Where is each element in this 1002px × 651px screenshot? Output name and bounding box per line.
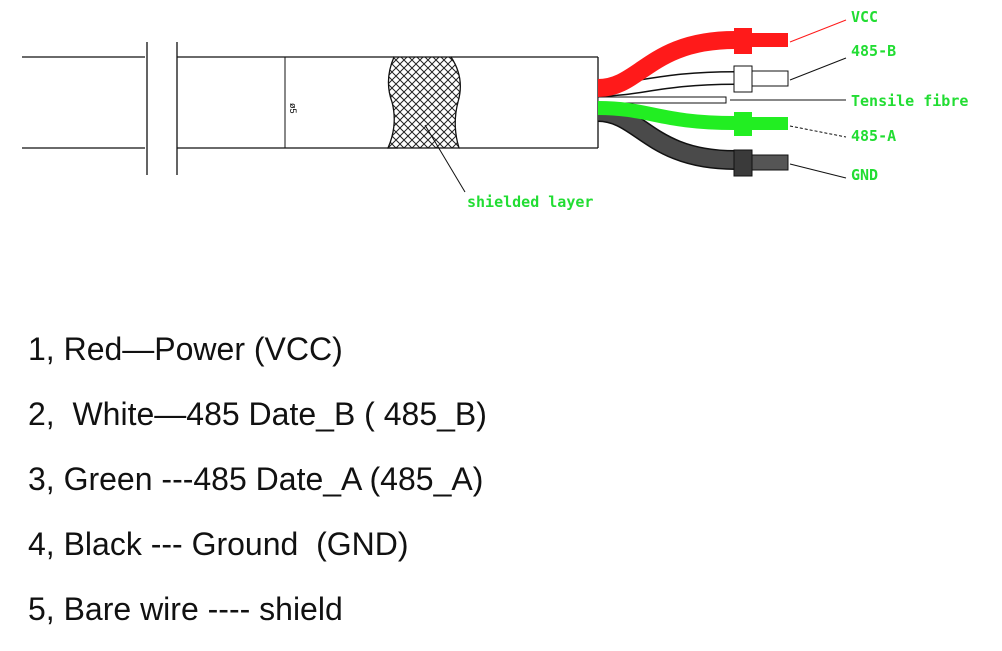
shield-label: shielded layer	[467, 193, 593, 211]
legend-item: 5, Bare wire ---- shield	[28, 591, 343, 627]
black-wire-tip	[751, 154, 789, 171]
tensile-fibre-label: Tensile fibre	[851, 92, 968, 110]
red-wire-ferrule	[734, 28, 752, 54]
cable-break-marks	[146, 42, 178, 175]
485b-label: 485-B	[851, 42, 896, 60]
tensile-fibre	[597, 96, 727, 104]
legend-item: 4, Black --- Ground (GND)	[28, 526, 409, 562]
cable-jacket-left	[22, 56, 145, 149]
485a-label: 485-A	[851, 127, 896, 145]
green-wire-ferrule	[734, 112, 752, 136]
diameter-dimension: ø5	[284, 57, 298, 148]
gnd-label: GND	[851, 166, 878, 184]
cable-diagram: ø5 shielded layer VCC 485-B Tensile fibr…	[22, 8, 968, 211]
white-wire-ferrule	[733, 65, 753, 93]
green-wire-tip	[752, 117, 788, 130]
diameter-label: ø5	[288, 103, 298, 114]
legend-item: 1, Red—Power (VCC)	[28, 331, 343, 367]
cable-jacket-right	[451, 56, 599, 149]
vcc-label: VCC	[851, 8, 878, 26]
black-wire-ferrule	[733, 149, 753, 177]
green-wire	[597, 101, 736, 130]
red-wire-tip	[752, 33, 788, 47]
white-wire-tip	[751, 70, 789, 87]
shield-braid	[387, 56, 461, 149]
shield-leader-line	[424, 124, 466, 193]
legend-item: 3, Green ---485 Date_A (485_A)	[28, 461, 484, 497]
wire-color-legend: 1, Red—Power (VCC) 2, White—485 Date_B (…	[28, 326, 487, 651]
leader-lines	[730, 19, 847, 179]
red-wire	[597, 31, 736, 97]
cable-jacket-middle	[177, 56, 398, 149]
legend-item: 2, White—485 Date_B ( 485_B)	[28, 396, 487, 432]
